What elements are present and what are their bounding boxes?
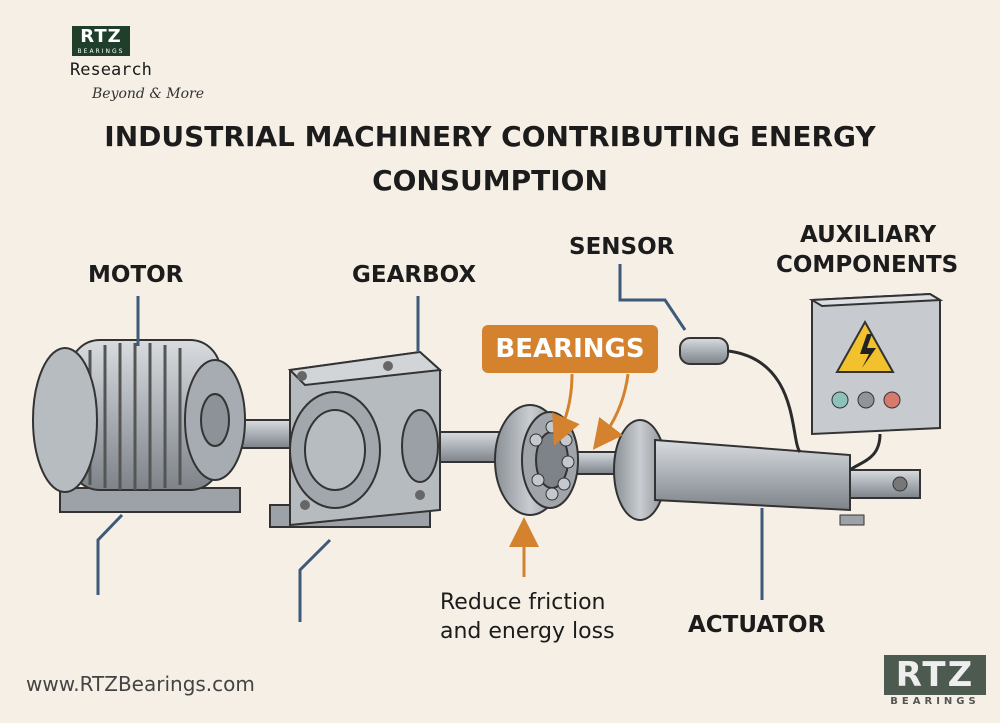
footer-logo-subtext: BEARINGS: [884, 695, 986, 709]
label-motor: MOTOR: [88, 262, 184, 288]
motor-drawing: [32, 339, 246, 513]
label-actuator: ACTUATOR: [688, 612, 826, 638]
leader-lines: [96, 264, 764, 622]
rtz-logo-bottom: RTZ BEARINGS: [884, 655, 986, 709]
title-line-2: CONSUMPTION: [372, 164, 608, 197]
bearing-arrows: [509, 373, 630, 577]
brand-tagline: Beyond & More: [92, 86, 204, 102]
friction-note: Reduce friction and energy loss: [440, 588, 650, 646]
logo-subtext: BEARINGS: [72, 48, 130, 56]
friction-note-line-1: Reduce friction: [440, 590, 606, 615]
label-bearings: BEARINGS: [482, 325, 658, 373]
rtz-logo-top: RTZ BEARINGS: [72, 26, 130, 56]
label-auxiliary-line-1: AUXILIARY: [800, 222, 937, 248]
label-gearbox: GEARBOX: [352, 262, 477, 288]
actuator-drawing: [613, 419, 921, 526]
label-auxiliary-line-2: COMPONENTS: [776, 252, 959, 278]
gearbox-drawing: [269, 350, 443, 528]
website-url: www.RTZBearings.com: [26, 672, 255, 696]
bearing-drawing: [494, 404, 579, 516]
friction-note-line-2: and energy loss: [440, 619, 615, 644]
logo-text: RTZ: [72, 26, 130, 48]
sensor-drawing: [679, 337, 802, 453]
brand-name: Research: [70, 60, 152, 80]
label-sensor: SENSOR: [569, 234, 675, 260]
footer-logo-text: RTZ: [884, 655, 986, 695]
title-line-1: INDUSTRIAL MACHINERY CONTRIBUTING ENERGY: [104, 120, 876, 153]
control-box-drawing: [808, 292, 944, 472]
